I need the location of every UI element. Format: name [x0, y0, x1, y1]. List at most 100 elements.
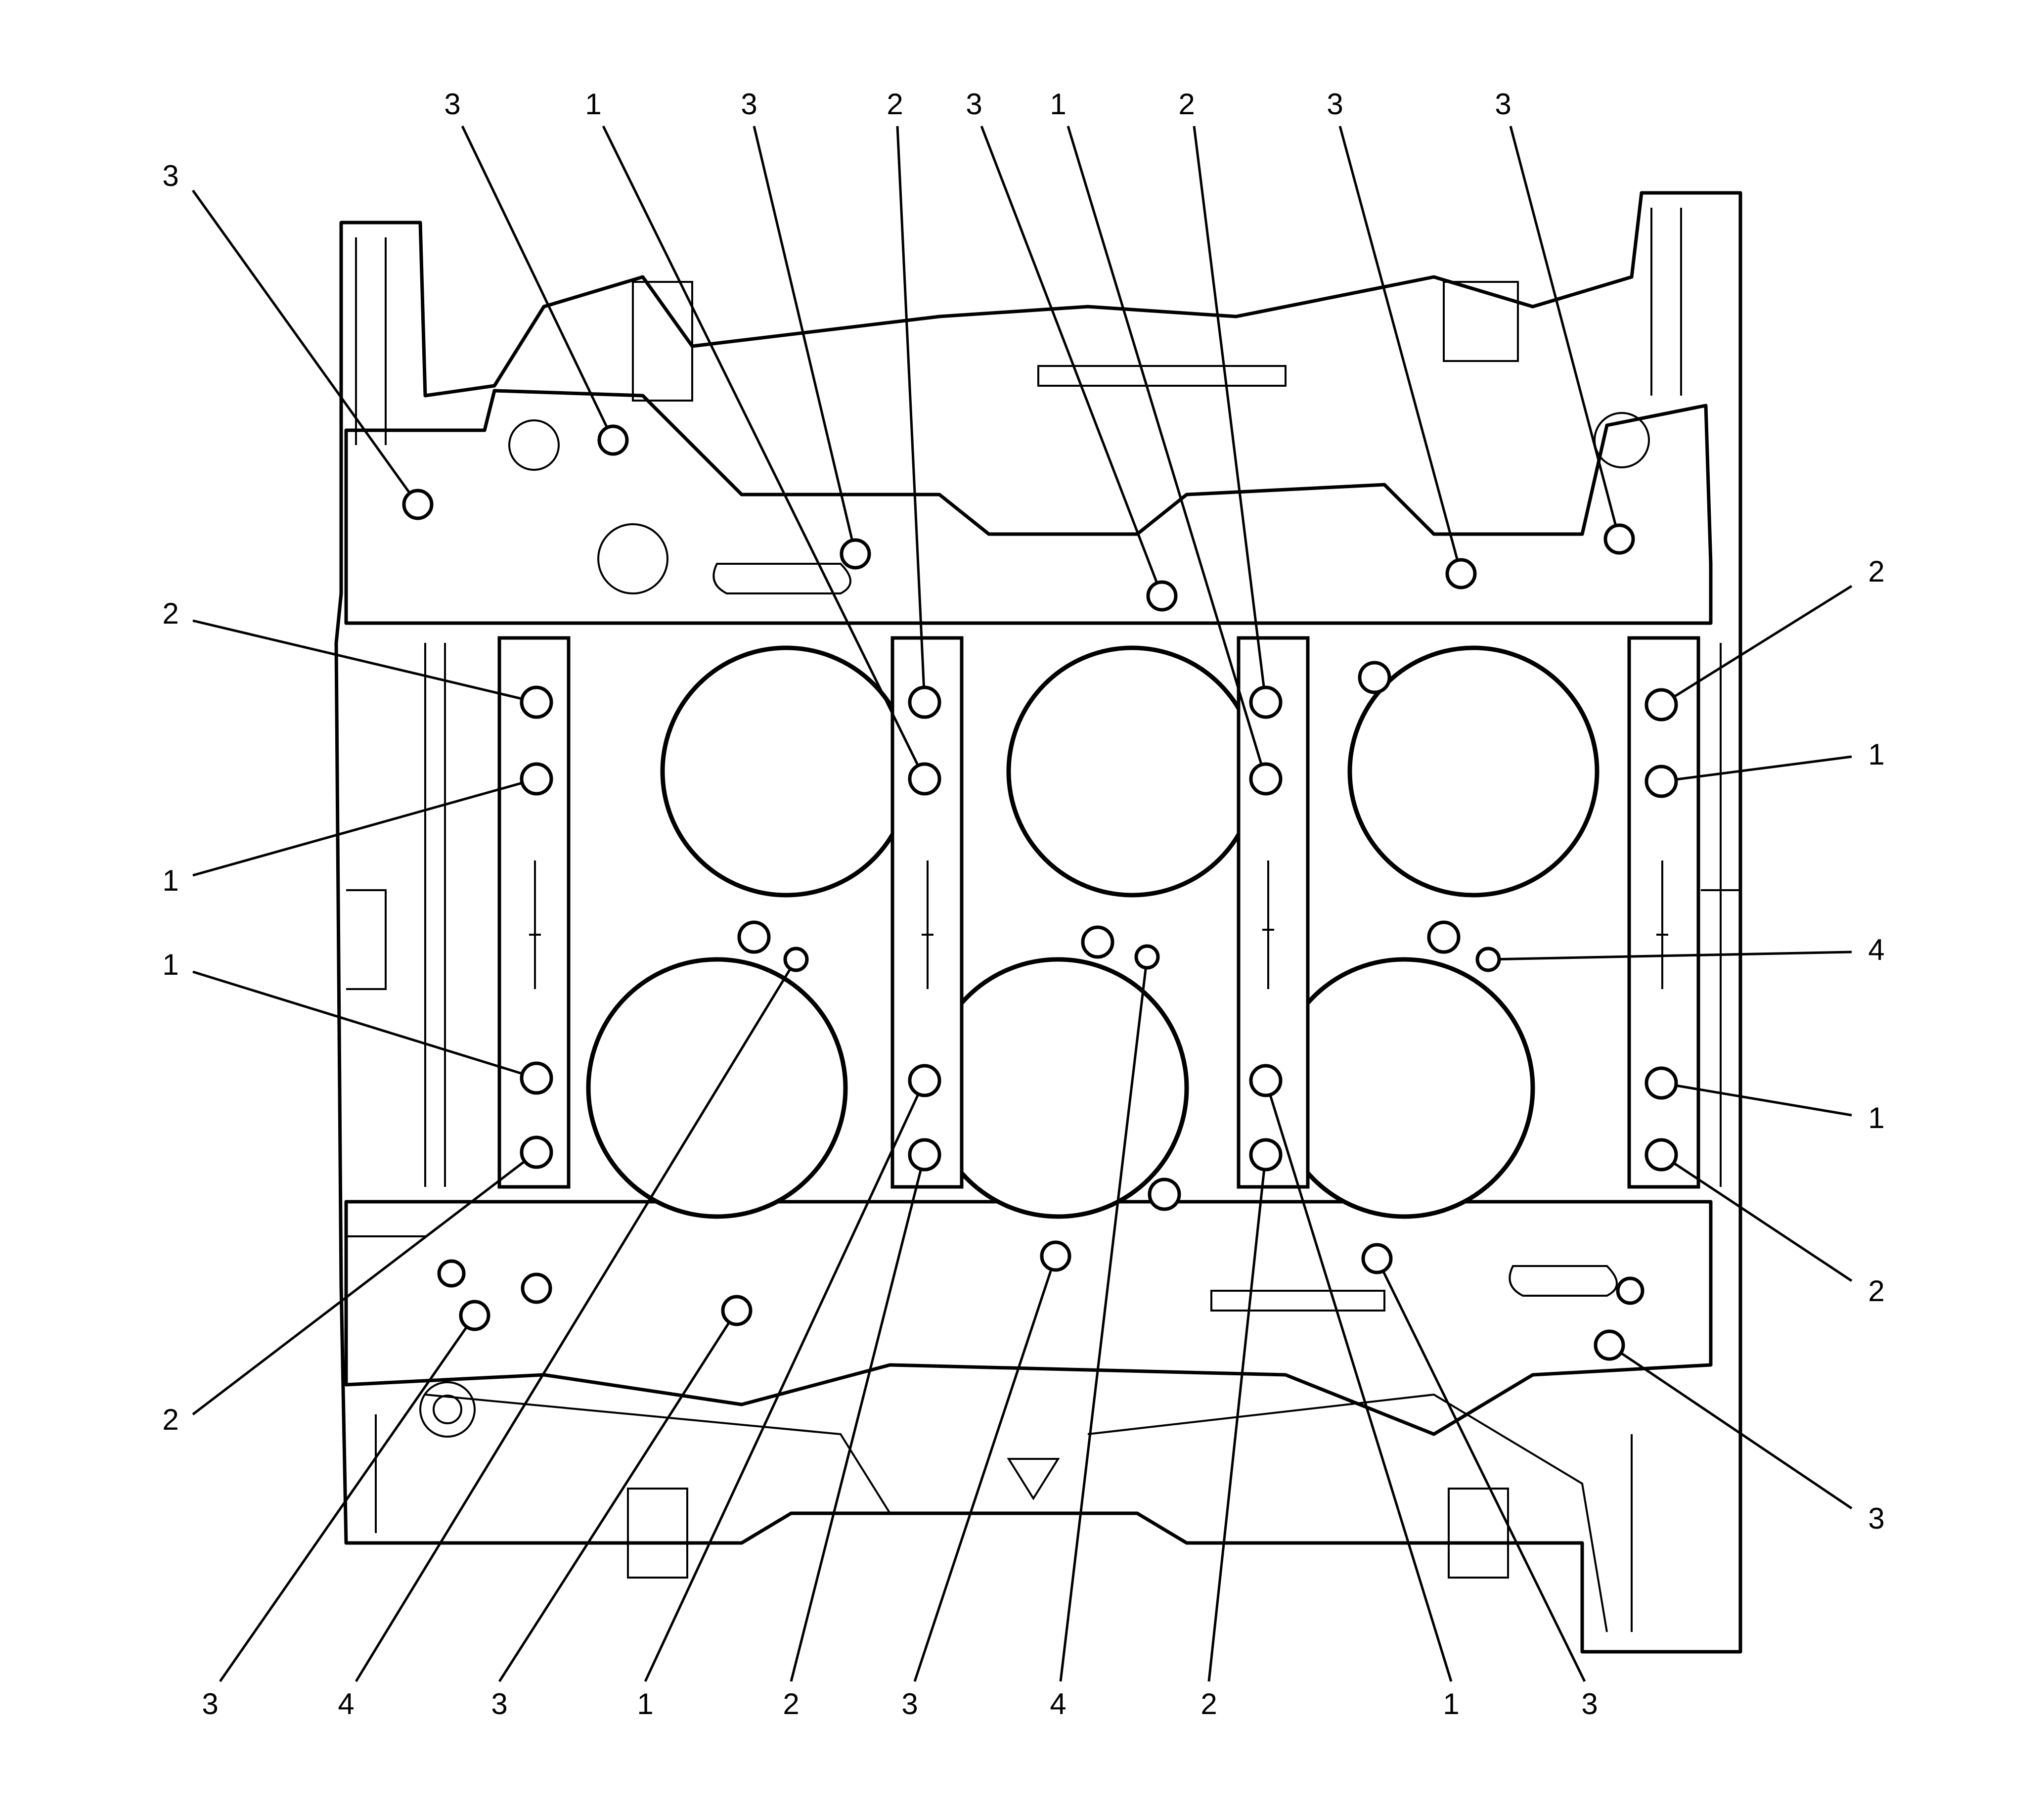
leader-cap-4-bottom-outer: [1660, 1153, 1853, 1282]
bottom-rail-bolt-1: [459, 1300, 490, 1331]
callout-label: 1: [1443, 1687, 1459, 1720]
callout-label: 3: [1581, 1687, 1598, 1720]
cylinder-bore-4: [927, 957, 1189, 1219]
leader-cap-2-bottom-outer: [790, 1154, 926, 1682]
cap-rib-1: [529, 860, 541, 989]
lower-boss-dowel: [1148, 1177, 1181, 1211]
cap-2-bolt-a: [908, 762, 941, 796]
cap-rib-2: [922, 860, 933, 989]
bottom-triangle-mark: [1007, 1458, 1060, 1500]
leader-cap-1-top-inner: [192, 777, 537, 877]
cap-4-top-outer: [1644, 688, 1678, 722]
leader-center-bolt-2: [1059, 956, 1149, 1682]
lower-small-plug-left: [437, 1259, 466, 1288]
cap-4-bottom-inner: [1644, 1066, 1678, 1100]
upper-boss-3: [1594, 412, 1650, 468]
leader-cap-1-top-outer: [192, 619, 537, 704]
callout-label: 1: [637, 1687, 653, 1720]
bottom-rail-bolt-2: [721, 1295, 753, 1326]
bolts: [402, 424, 1678, 1361]
lower-block-1: [627, 1488, 688, 1579]
upper-block-1: [632, 281, 693, 402]
cap-1-bottom-outer: [520, 1135, 553, 1169]
callout-label: 1: [1868, 738, 1884, 771]
lower-small-plug-right: [1616, 1276, 1644, 1305]
oil-pan-flange: [425, 1393, 1608, 1632]
leader-top-rail-bolt-1: [191, 189, 419, 505]
leader-cap-3-bolt-a: [1066, 126, 1267, 779]
cylinder-bore-1: [660, 645, 912, 898]
callout-label: 3: [741, 88, 757, 121]
callout-label: 3: [966, 88, 982, 121]
callout-label: 1: [585, 88, 601, 121]
leader-cap-4-top-outer: [1660, 585, 1853, 706]
callout-label: 4: [1868, 933, 1884, 966]
lower-rail-slot: [1210, 1265, 1618, 1312]
top-rail-bolt-6: [1603, 523, 1635, 555]
leader-cap-3-bottom-outer: [1207, 1154, 1267, 1682]
callout-label: 1: [1868, 1101, 1884, 1134]
leader-lines: [191, 125, 1853, 1682]
lower-rail: [344, 1200, 1713, 1436]
cap-1-bottom-inner: [520, 1061, 553, 1095]
center-boss-3: [1427, 920, 1461, 954]
leader-cap-3-bottom-inner: [1264, 1080, 1453, 1682]
left-end-details: [346, 237, 446, 1533]
block-outline: [334, 191, 1742, 1654]
callout-label: 3: [1495, 88, 1511, 121]
cap-2-bottom-inner: [908, 1064, 941, 1097]
cylinder-bores: [586, 645, 1600, 1219]
center-bolt-3: [1475, 947, 1501, 972]
leader-cap-2-bolt-outer: [896, 126, 926, 703]
callout-label: 2: [162, 597, 178, 630]
bottom-rail-bolt-4: [1361, 1243, 1393, 1274]
lower-block-2: [1448, 1488, 1509, 1579]
cap-3-bottom-outer: [1249, 1138, 1283, 1172]
callout-label: 2: [1868, 1274, 1884, 1308]
callout-label: 3: [1327, 88, 1343, 121]
drain-plug-hex: [433, 1395, 462, 1424]
leader-top-rail-bolt-2: [461, 125, 615, 441]
callout-label: 2: [1200, 1687, 1217, 1720]
center-boss-2: [1081, 925, 1114, 959]
cylinder-bore-3: [1006, 645, 1258, 898]
upper-boss-dowel: [1358, 661, 1391, 694]
upper-rail: [344, 389, 1713, 625]
leader-bottom-rail-bolt-3: [913, 1256, 1057, 1682]
leader-cap-3-bolt-outer: [1193, 126, 1267, 703]
callout-label: 2: [887, 88, 903, 121]
leader-center-bolt-3: [1488, 951, 1852, 961]
upper-boss-1: [508, 419, 560, 471]
leader-bottom-rail-bolt-2: [498, 1310, 738, 1682]
top-rail-bolt-5: [1445, 558, 1477, 589]
leader-cap-1-bottom-outer: [192, 1151, 537, 1415]
callout-label: 3: [491, 1687, 507, 1720]
center-boss-1: [737, 920, 771, 954]
cylinder-bore-5: [1347, 645, 1600, 898]
callout-label: 3: [1868, 1502, 1884, 1535]
leader-cap-1-bottom-inner: [192, 970, 537, 1080]
top-rail-bolt-1: [402, 489, 434, 520]
bottom-rail-boss: [521, 1272, 552, 1304]
callout-label: 4: [338, 1687, 354, 1720]
top-rail-bolt-2: [597, 424, 629, 456]
cap-3-bottom-inner: [1249, 1064, 1283, 1097]
cap-1-top-outer: [520, 685, 553, 719]
cap-4-top-inner: [1644, 765, 1678, 798]
callout-label: 3: [162, 159, 178, 192]
cap-3-bolt-outer: [1249, 685, 1283, 719]
right-end-details: [1631, 208, 1740, 1632]
callout-label: 2: [1868, 555, 1884, 588]
leader-cap-4-bottom-inner: [1661, 1082, 1852, 1117]
callout-label: 2: [783, 1687, 799, 1720]
leader-top-rail-bolt-4: [980, 126, 1163, 596]
callout-label: 1: [162, 948, 178, 981]
callout-label: 2: [1178, 88, 1195, 121]
cap-2-bottom-outer: [908, 1138, 941, 1172]
cap-rib-4: [1656, 860, 1668, 989]
leader-cap-4-top-inner: [1661, 755, 1852, 783]
leader-bottom-rail-bolt-4: [1376, 1258, 1586, 1682]
cap-1-top-inner: [520, 762, 553, 796]
top-rail-bolt-3: [840, 538, 871, 570]
